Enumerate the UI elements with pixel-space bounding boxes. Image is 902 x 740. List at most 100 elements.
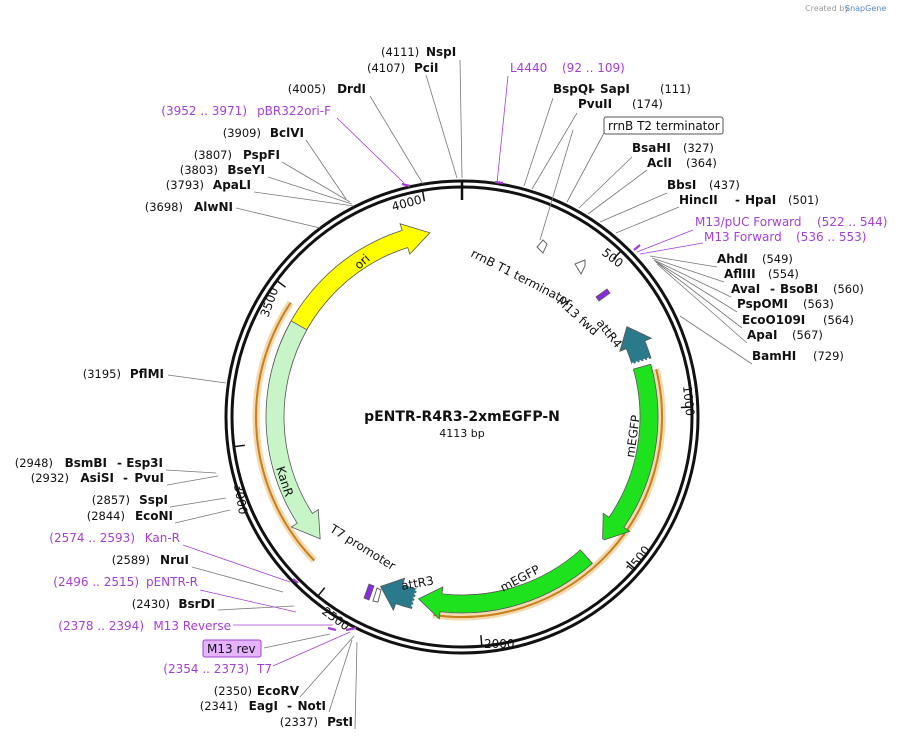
- site-BclVI-pos: (3909): [223, 126, 261, 140]
- primer-site-mark-2: [633, 244, 641, 251]
- site-PvuI-name: PvuI: [134, 471, 164, 485]
- site-BbsI-name: BbsI: [667, 178, 696, 192]
- primer-line-3: [199, 589, 297, 613]
- site-HincII-name: HincII: [679, 193, 718, 207]
- leader-line-12: [174, 509, 231, 524]
- site-NotI-name: NotI: [298, 699, 327, 713]
- site-BamHI-pos: (729): [813, 349, 844, 363]
- rrnB-T1-arrow: [574, 259, 586, 276]
- site-AlwNI-pos: (3698): [145, 200, 183, 214]
- primer-site-mark-0: [401, 182, 411, 188]
- site-AvaI-name: AvaI: [731, 282, 760, 296]
- site-HpaI-name: HpaI: [745, 193, 776, 207]
- site-BamHI-name: BamHI: [752, 349, 796, 363]
- site-ApaI-name: ApaI: [747, 328, 777, 342]
- site-BsrDI-name: BsrDI: [178, 597, 215, 611]
- site-AclI-name: AclI: [647, 156, 672, 170]
- primer-KanR-range: (2574 .. 2593): [49, 531, 135, 545]
- site-PstI-pos: (2337): [280, 715, 318, 729]
- tick-4000: [421, 191, 426, 202]
- site-BseYI-pos: (3803): [180, 163, 218, 177]
- site-SspI-name: SspI: [139, 493, 168, 507]
- site-SapI-name: SapI: [600, 82, 630, 96]
- primer-M13pUC-range: (522 .. 544): [817, 215, 887, 229]
- rrnB-T2-label: rrnB T2 terminator: [608, 119, 720, 133]
- leader-line-25: [615, 206, 680, 234]
- primer-L4440-range: (92 .. 109): [562, 61, 625, 75]
- site-BbsI-pos: (437): [709, 178, 740, 192]
- site-BsoBI-name: BsoBI: [780, 282, 818, 296]
- leader-line-14: [217, 605, 295, 611]
- plasmid-length: 4113 bp: [439, 427, 484, 440]
- leader-line-9: [165, 469, 217, 474]
- primer-site-mark-5: [345, 626, 357, 632]
- primer-pENTRR-name: pENTR-R: [146, 575, 198, 589]
- orange-band-left: [255, 302, 315, 562]
- site-EagI-sep: -: [287, 699, 292, 713]
- tick-label-1000: 1000: [680, 385, 697, 417]
- site-BspQI-name: BspQI: [553, 82, 593, 96]
- primer-pBR322-range: (3952 .. 3971): [161, 104, 247, 118]
- leader-line-19: [523, 97, 554, 187]
- feature-label-mEGFP-1: mEGFP: [623, 414, 643, 458]
- feature-label-attR3: attR3: [400, 573, 435, 592]
- leader-line-23: [587, 169, 648, 215]
- feature-label-M13-fwd: M13 fwd: [554, 294, 601, 338]
- orange-bands: [252, 300, 666, 621]
- M13-fwd-arrow: [595, 288, 611, 302]
- att-dash-1: [631, 357, 650, 365]
- site-PspFI-pos: (3807): [194, 148, 232, 162]
- site-EcoNI-pos: (2844): [87, 509, 125, 523]
- leader-line-30: [655, 261, 743, 329]
- primer-line-1: [336, 117, 405, 184]
- primer-M13F-name: M13 Forward: [704, 230, 782, 244]
- site-AsiSI-name: AsiSI: [80, 471, 114, 485]
- site-PflMI-pos: (3195): [83, 367, 121, 381]
- tick-label-3000: 3000: [231, 483, 250, 516]
- primer-site-mark-4: [327, 626, 337, 632]
- site-AflIII-name: AflIII: [724, 267, 756, 281]
- site-EagI-name: EagI: [249, 699, 278, 713]
- leader-line-5: [267, 176, 353, 205]
- primer-line-0: [496, 75, 509, 184]
- site-NspI-pos: (4111): [381, 45, 419, 59]
- site-AclI-pos: (364): [686, 156, 717, 170]
- primer-pENTRR-range: (2496 .. 2515): [53, 575, 139, 589]
- tick-3000: [234, 444, 245, 448]
- leader-line-7: [235, 207, 321, 229]
- leader-line-0: [459, 59, 463, 179]
- tick-label-2000: 2000: [484, 637, 515, 651]
- leader-line-4: [281, 161, 351, 203]
- att-dash-3: [411, 588, 418, 607]
- leader-line-10: [166, 475, 219, 486]
- site-Esp3I-name: Esp3I: [126, 456, 163, 470]
- site-NspI-name: NspI: [426, 45, 456, 59]
- feature-KanR-arrow: [265, 320, 321, 540]
- site-PciI-name: PciI: [414, 61, 439, 75]
- feature-label-attR4: attR4: [594, 316, 625, 350]
- feature-mEGFP-2-arrow: [417, 549, 593, 620]
- site-AhdI-pos: (549): [762, 252, 793, 266]
- site-AsiSI-sep: -: [123, 471, 128, 485]
- tick-2000: [480, 635, 483, 646]
- primer-KanR-name: Kan-R: [145, 531, 180, 545]
- T7-promoter-arrow: [372, 587, 382, 603]
- site-AflIII-pos: (554): [768, 267, 799, 281]
- site-EcoRV-name: EcoRV: [257, 684, 300, 698]
- site-BsaHI-name: BsaHI: [632, 141, 671, 155]
- tick-500: [612, 251, 621, 260]
- feature-attR3-arrow: [379, 577, 418, 612]
- leader-line-16: [299, 635, 355, 698]
- leader-line-13: [191, 566, 284, 593]
- leader-line-21: [566, 132, 605, 203]
- site-BclVI-name: BclVI: [270, 126, 304, 140]
- tick-2500: [317, 587, 326, 596]
- orange-band-right: [433, 368, 663, 618]
- leader-line-18: [354, 641, 358, 730]
- site-BspQI-sep: -: [590, 82, 595, 96]
- watermark-prefix: Created by: [805, 4, 849, 13]
- site-DrdI-pos: (4005): [288, 82, 326, 96]
- site-PvuII-name: PvuII: [578, 97, 612, 111]
- site-PvuII-pos: (174): [632, 97, 663, 111]
